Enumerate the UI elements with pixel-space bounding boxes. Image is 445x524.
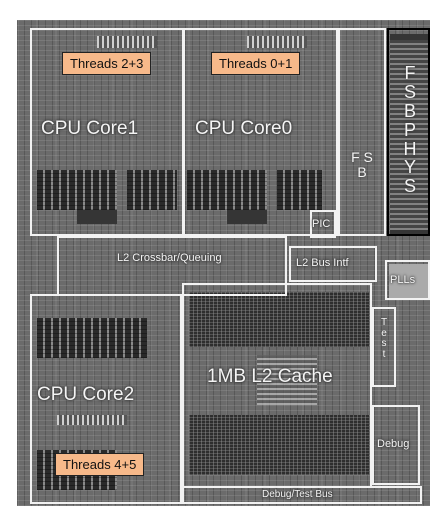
fsb-phys-stripes	[390, 40, 428, 230]
core1-array-2	[127, 170, 177, 210]
core2-array	[37, 318, 147, 358]
debug-test-bus-block	[182, 486, 422, 504]
crossbar-label: L2 Crossbar/Queuing	[117, 252, 222, 264]
l2-cache-bank-bottom	[189, 415, 369, 475]
core1-dark-block	[77, 210, 117, 224]
pic-block	[310, 210, 336, 238]
l2-bus-label: L2 Bus Intf	[296, 257, 349, 269]
core1-array	[37, 170, 117, 210]
core2-label: CPU Core2	[37, 384, 135, 405]
cpu-core0-block	[182, 28, 338, 236]
pll-area	[389, 264, 429, 300]
test-label: T e s t	[380, 317, 388, 360]
fsb-block	[338, 28, 386, 236]
cpu-core2-block	[30, 294, 182, 504]
core1-io-stripe	[97, 36, 157, 48]
threads-2-3-badge: Threads 2+3	[62, 52, 152, 75]
core2-stripe	[57, 415, 127, 425]
threads-0-1-badge: Threads 0+1	[211, 52, 301, 75]
core1-label: CPU Core1	[41, 118, 139, 139]
debug-test-bus-label: Debug/Test Bus	[262, 489, 333, 500]
plls-label: PLLs	[390, 274, 416, 286]
fsb-label: F S B	[351, 149, 373, 180]
pic-label: PIC	[312, 218, 331, 230]
core0-io-stripe	[247, 36, 307, 48]
fsb-phys-block	[387, 28, 430, 236]
debug-block	[372, 405, 420, 485]
debug-label: Debug	[377, 438, 410, 450]
cpu-core1-block	[30, 28, 185, 236]
core0-dark-block	[227, 210, 267, 224]
core0-array	[187, 170, 267, 210]
threads-4-5-badge: Threads 4+5	[55, 453, 145, 476]
l2-cache-center	[257, 355, 317, 405]
l2-cache-label: 1MB L2 Cache	[207, 366, 333, 387]
l2-bus-intf-block	[289, 246, 377, 282]
fsb-phys-label: F S B P H Y S	[403, 63, 417, 197]
core0-label: CPU Core0	[195, 118, 293, 139]
core0-array-2	[277, 170, 322, 210]
l2-cache-bank-top	[189, 292, 369, 347]
die-photo: CPU Core1 CPU Core0 F S B F S B P H Y S …	[17, 20, 430, 506]
plls-block	[385, 260, 430, 300]
test-block	[372, 307, 396, 387]
